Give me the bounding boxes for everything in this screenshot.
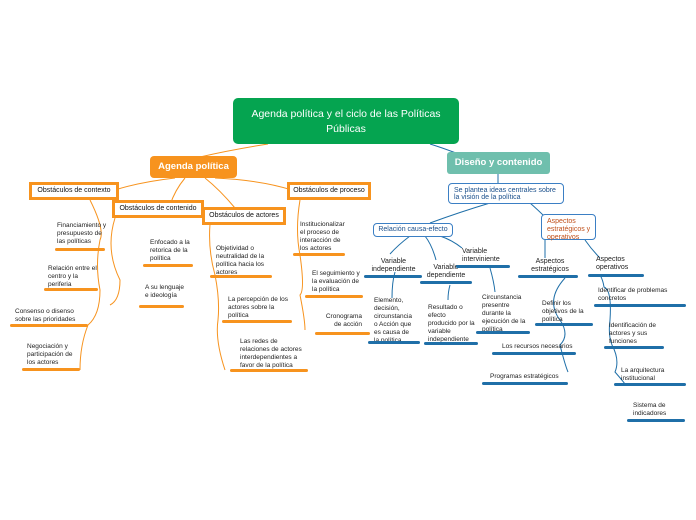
estrategicos-item-3-underline xyxy=(482,382,568,385)
dependiente-item[interactable]: Resultado o efecto producido por la vari… xyxy=(428,304,475,343)
contenido-item-1[interactable]: Enfocado a la retorica de la política xyxy=(150,239,190,262)
interviniente-item-underline xyxy=(476,331,530,334)
operativos-item-3-underline xyxy=(614,383,686,386)
interviniente-item[interactable]: Circunstancia presentre durante la ejecu… xyxy=(482,294,526,333)
independiente-item-underline xyxy=(368,341,420,344)
contexto-item-4[interactable]: Negociación y participación de los actor… xyxy=(27,343,73,366)
obstaculos-contexto-title: Obstáculos de contexto xyxy=(37,187,111,194)
aspectos-operativos-node[interactable]: Aspectos operativos xyxy=(596,256,629,271)
proceso-item-1-underline xyxy=(293,253,345,256)
contexto-item-1-underline xyxy=(55,248,105,251)
aspectos-estrategicos-underline xyxy=(518,275,578,278)
dependiente-item-underline xyxy=(424,342,478,345)
estrategicos-item-3[interactable]: Programas estratégicos xyxy=(490,373,559,380)
operativos-item-1[interactable]: Identificar de problemas concretos xyxy=(598,287,668,302)
actores-item-3[interactable]: Las redes de relaciones de actores inter… xyxy=(240,338,302,369)
contexto-item-2-underline xyxy=(44,288,98,291)
operativos-item-1-underline xyxy=(594,304,686,307)
operativos-item-4-underline xyxy=(627,419,685,422)
actores-item-3-underline xyxy=(230,369,308,372)
variable-independiente-underline xyxy=(364,275,422,278)
contenido-item-2-underline xyxy=(139,305,184,308)
actores-item-2[interactable]: La percepción de los actores sobre la po… xyxy=(228,296,288,319)
proceso-item-2-underline xyxy=(305,295,363,298)
obstaculos-contexto-node[interactable]: Obstáculos de contexto xyxy=(29,182,119,200)
variable-independiente-node[interactable]: Variable independiente xyxy=(371,258,416,273)
actores-item-1-underline xyxy=(210,275,272,278)
relacion-causa-efecto-node[interactable]: Relación causa-efecto xyxy=(373,223,453,237)
agenda-politica-title: Agenda política xyxy=(158,161,229,172)
operativos-item-2-underline xyxy=(604,346,664,349)
operativos-item-2[interactable]: Identificación de actores y sus funcione… xyxy=(609,322,656,345)
estrategicos-item-1[interactable]: Definir los objetivos de la política xyxy=(542,300,584,323)
diseno-contenido-node[interactable]: Diseño y contenido xyxy=(447,152,550,174)
obstaculos-contenido-title: Obstáculos de contenido xyxy=(119,205,197,212)
contexto-item-3[interactable]: Consenso o disenso sobre las prioridades xyxy=(15,308,76,323)
actores-item-2-underline xyxy=(222,320,292,323)
obstaculos-contenido-node[interactable]: Obstáculos de contenido xyxy=(112,200,204,218)
root-node[interactable]: Agenda política y el ciclo de las Políti… xyxy=(233,98,459,144)
root-title: Agenda política y el ciclo de las Políti… xyxy=(251,108,441,135)
contenido-item-1-underline xyxy=(143,264,193,267)
obstaculos-proceso-title: Obstáculos de proceso xyxy=(293,187,365,194)
estrategicos-item-2[interactable]: Los recursos necesarios xyxy=(502,343,573,350)
operativos-item-4[interactable]: Sistema de indicadores xyxy=(633,402,667,417)
variable-interviniente-node[interactable]: Variable interviniente xyxy=(462,248,500,263)
obstaculos-proceso-node[interactable]: Obstáculos de proceso xyxy=(287,182,371,200)
obstaculos-actores-title: Obstáculos de actores xyxy=(209,212,279,219)
estrategicos-item-1-underline xyxy=(535,323,593,326)
proceso-item-2[interactable]: El seguimiento y la evaluación de la pol… xyxy=(312,270,360,293)
aspectos-estrategicos-node[interactable]: Aspectos estratégicos xyxy=(531,258,569,273)
aspectos-estrategicos-operativos-node[interactable]: Aspectos estratégicos y operativos xyxy=(541,214,596,241)
contenido-item-2[interactable]: A su lenguaje e ideología xyxy=(145,284,185,299)
estrategicos-item-2-underline xyxy=(492,352,576,355)
ideas-centrales-node[interactable]: Se plantea ideas centrales sobre la visi… xyxy=(448,183,564,204)
variable-dependiente-node[interactable]: Variable dependiente xyxy=(426,264,466,279)
proceso-item-3-underline xyxy=(315,332,370,335)
aspectos-operativos-underline xyxy=(588,274,644,277)
obstaculos-actores-node[interactable]: Obstáculos de actores xyxy=(202,207,286,225)
independiente-item[interactable]: Elemento, decisión, circunstancia o Acci… xyxy=(374,297,412,344)
agenda-politica-node[interactable]: Agenda política xyxy=(150,156,237,178)
actores-item-1[interactable]: Objetividad o neutralidad de la política… xyxy=(216,245,265,276)
variable-interviniente-underline xyxy=(456,265,510,268)
proceso-item-3[interactable]: Cronograma de acción xyxy=(325,313,362,328)
contexto-item-1[interactable]: Financiamiento y presupuesto de las polí… xyxy=(57,222,107,245)
diseno-contenido-title: Diseño y contenido xyxy=(454,157,543,168)
variable-dependiente-underline xyxy=(420,281,472,284)
proceso-item-1[interactable]: Institucionalizar el proceso de interacc… xyxy=(300,221,345,252)
contexto-item-2[interactable]: Relación entre el centro y la periferia xyxy=(48,265,97,288)
contexto-item-3-underline xyxy=(10,324,88,327)
contexto-item-4-underline xyxy=(22,368,80,371)
operativos-item-3[interactable]: La arquitectura institucional xyxy=(621,367,665,382)
